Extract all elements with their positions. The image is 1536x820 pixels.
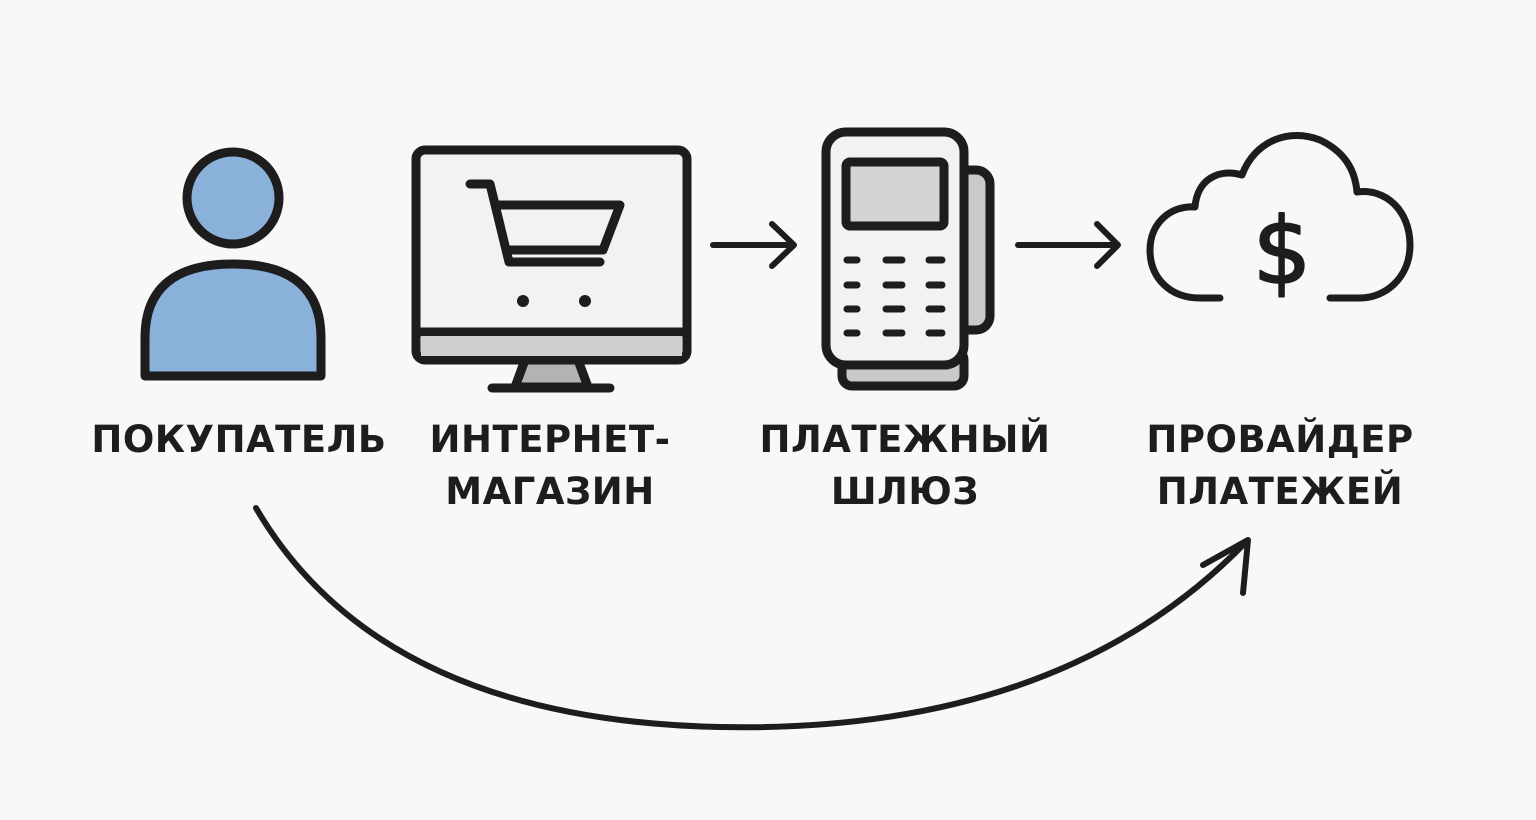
dollar-sign: $ [1253,198,1312,305]
cart-wheel-left [517,295,529,307]
label-buyer-line-1: ПОКУПАТЕЛЬ [91,418,387,461]
terminal-screen [841,157,949,231]
label-payment-provider-line-1: ПРОВАЙДЕР [1146,418,1414,461]
payment-terminal-icon [821,127,995,391]
monitor-cart-icon [411,145,692,393]
person-body [140,259,326,381]
label-payment-gateway-line-1: ПЛАТЕЖНЫЙ [759,418,1051,461]
label-online-store-line-1: ИНТЕРНЕТ- [429,418,671,461]
terminal-keypad [843,256,946,337]
cloud-outline [1146,132,1414,302]
arrow-gateway-to-provider [1015,221,1121,269]
cloud-dollar-icon: $ [1146,132,1414,306]
arrow-store-to-gateway [710,221,797,269]
label-payment-provider-line-2: ПЛАТЕЖЕЙ [1156,470,1404,513]
cart-wheel-right [579,295,591,307]
person-head [182,147,284,249]
label-online-store: ИНТЕРНЕТ- МАГАЗИН [405,414,695,518]
label-online-store-line-2: МАГАЗИН [445,470,655,513]
label-payment-provider: ПРОВАЙДЕР ПЛАТЕЖЕЙ [1130,414,1430,518]
person-icon [140,147,326,381]
label-buyer: ПОКУПАТЕЛЬ [90,414,388,466]
label-payment-gateway: ПЛАТЕЖНЫЙ ШЛЮЗ [746,414,1064,518]
curved-arrow-buyer-to-provider [253,505,1251,731]
monitor-bottom-bezel [421,336,682,356]
cart-icon [465,179,625,267]
label-payment-gateway-line-2: ШЛЮЗ [830,470,980,513]
